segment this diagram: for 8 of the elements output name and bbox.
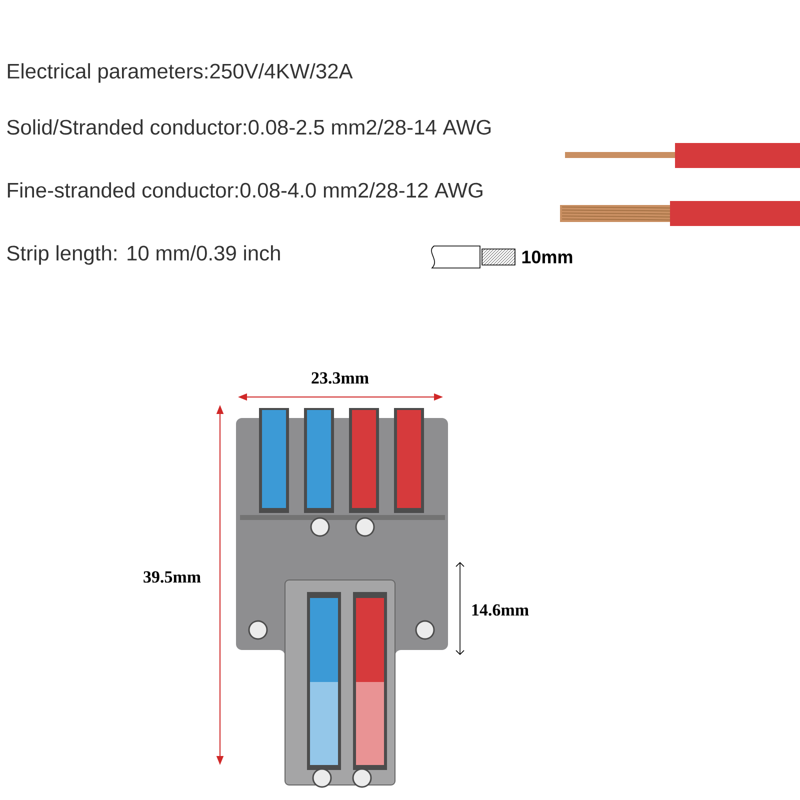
dimension-label: 10mm bbox=[522, 250, 572, 264]
spec-text: Fine-stranded conductor:0.08-4.0 mm2/28-12 AWG bbox=[8, 182, 482, 198]
spec-text: Strip length: 10 mm/0.39 inch bbox=[7, 245, 280, 265]
dimension-label: 39.5mm bbox=[144, 571, 201, 583]
dimension-label: 23.3mm bbox=[312, 372, 369, 384]
spec-text: Solid/Stranded conductor:0.08-2.5 mm2/28-14 AWG bbox=[7, 119, 491, 135]
spec-text: Electrical parameters:250V/4KW/32A bbox=[8, 63, 353, 83]
dimension-label: 14.6mm bbox=[472, 604, 529, 616]
